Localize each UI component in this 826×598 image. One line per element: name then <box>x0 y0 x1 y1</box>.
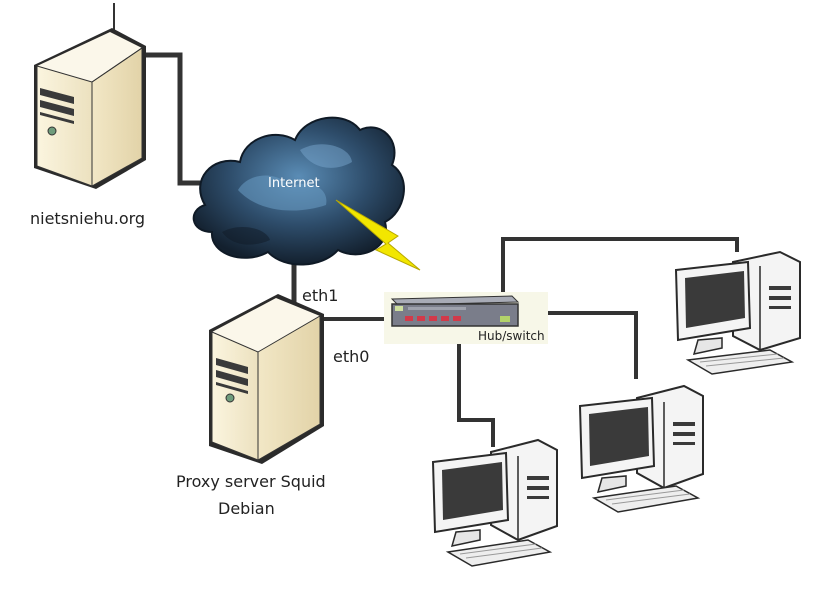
cable-hub-pc-mid <box>516 311 638 379</box>
web-server <box>34 28 146 189</box>
internet-label: Internet <box>268 176 320 191</box>
proxy-server <box>209 294 324 464</box>
eth1-label: eth1 <box>302 286 339 305</box>
cable-server-internet <box>143 52 218 186</box>
lightning-bolt-icon <box>335 199 421 271</box>
proxy-server-label: Proxy server Squid <box>176 472 326 491</box>
desktop-pc-bottom <box>431 438 558 567</box>
desktop-pc-top-right <box>674 250 801 375</box>
hub-switch-label: Hub/switch <box>478 329 545 343</box>
cable-hub-pc-bottom <box>457 326 495 447</box>
eth0-label: eth0 <box>333 347 370 366</box>
cable-hub-pc-top <box>501 237 739 302</box>
proxy-os-label: Debian <box>218 499 275 518</box>
internet-cloud <box>192 116 421 271</box>
hub-switch <box>384 292 548 344</box>
desktop-pc-middle-right <box>578 384 704 513</box>
web-server-label: nietsniehu.org <box>30 209 146 228</box>
